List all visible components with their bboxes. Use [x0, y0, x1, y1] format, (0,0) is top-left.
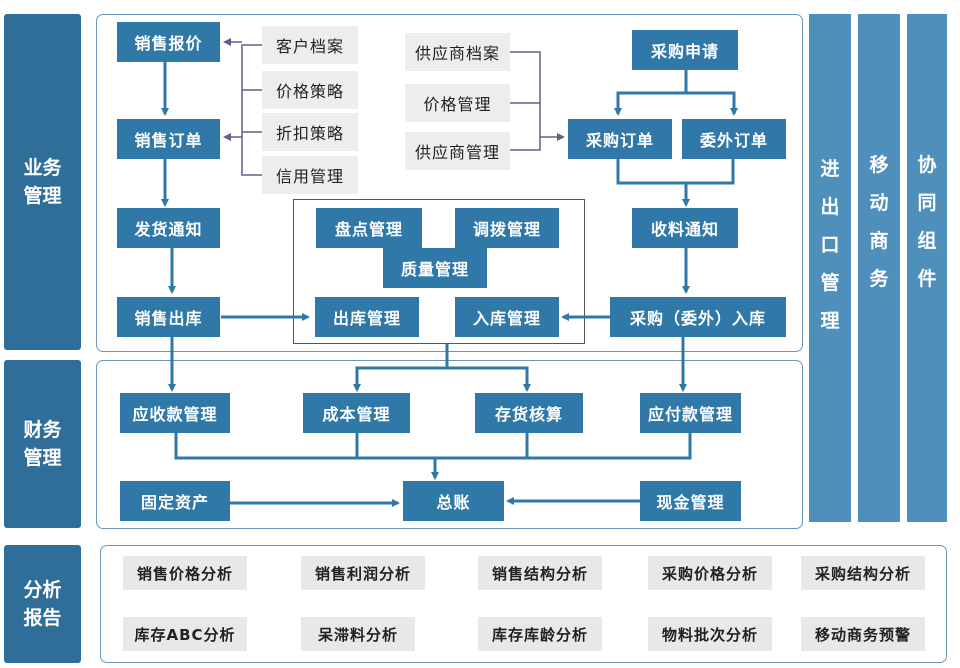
collaboration-label: 协同组件	[917, 146, 936, 298]
sales-quote-box: 销售报价	[117, 22, 220, 62]
vertical-char: 口	[820, 234, 840, 256]
vertical-char: 协	[917, 154, 937, 176]
warehouse-inbound-box: 入库管理	[455, 297, 559, 337]
inventory-accounting-box: 存货核算	[475, 393, 583, 433]
vertical-char: 组	[917, 230, 937, 252]
discount-strategy-box: 折扣策略	[262, 113, 358, 151]
outsource-order-box: 委外订单	[682, 119, 786, 159]
vertical-char: 进	[820, 158, 840, 180]
analysis-item: 销售价格分析	[123, 556, 247, 590]
analysis-item: 呆滞料分析	[301, 617, 415, 651]
vertical-char: 商	[869, 230, 889, 252]
analysis-item: 销售结构分析	[478, 556, 602, 590]
quality-box: 质量管理	[383, 248, 487, 288]
import-export-label: 进出口管理	[820, 150, 839, 340]
vertical-char: 动	[869, 192, 889, 214]
supplier-file-box: 供应商档案	[405, 33, 510, 71]
receivable-box: 应收款管理	[120, 393, 230, 433]
analysis-item: 库存库龄分析	[478, 617, 602, 651]
category-finance-label: 财务 管理	[23, 419, 62, 469]
analysis-item: 物料批次分析	[648, 617, 772, 651]
analysis-item: 库存ABC分析	[123, 617, 247, 651]
purchase-request-box: 采购申请	[632, 30, 738, 70]
transfer-box: 调拨管理	[455, 208, 559, 248]
sales-order-box: 销售订单	[117, 119, 220, 159]
analysis-item: 销售利润分析	[301, 556, 425, 590]
purchase-order-box: 采购订单	[568, 119, 672, 159]
price-strategy-box: 价格策略	[262, 71, 358, 109]
mobile-commerce-column: 移动商务	[858, 14, 900, 522]
customer-file-box: 客户档案	[262, 26, 358, 64]
category-analysis-report: 分析 报告	[4, 545, 81, 663]
vertical-char: 移	[869, 154, 889, 176]
vertical-char: 出	[820, 196, 840, 218]
import-export-column: 进出口管理	[809, 14, 851, 522]
purchase-inbound-box: 采购（委外）入库	[610, 297, 786, 337]
mobile-commerce-label: 移动商务	[869, 146, 888, 298]
analysis-item: 采购价格分析	[648, 556, 772, 590]
delivery-notice-box: 发货通知	[117, 208, 220, 248]
vertical-char: 管	[820, 272, 840, 294]
vertical-char: 同	[917, 192, 937, 214]
category-business-management: 业务 管理	[4, 14, 81, 350]
category-analysis-label: 分析 报告	[23, 579, 62, 629]
vertical-char: 理	[820, 310, 840, 332]
credit-management-box: 信用管理	[262, 156, 358, 194]
stocktake-box: 盘点管理	[316, 208, 422, 248]
payable-box: 应付款管理	[640, 393, 741, 433]
analysis-item: 采购结构分析	[801, 556, 925, 590]
cost-box: 成本管理	[303, 393, 410, 433]
analysis-item: 移动商务预警	[801, 617, 925, 651]
cash-management-box: 现金管理	[640, 481, 741, 521]
receipt-notice-box: 收料通知	[632, 208, 738, 248]
price-management-box: 价格管理	[405, 84, 510, 122]
category-business-label: 业务 管理	[23, 157, 62, 207]
general-ledger-box: 总账	[403, 481, 504, 521]
fixed-assets-box: 固定资产	[120, 481, 230, 521]
vertical-char: 务	[869, 268, 889, 290]
category-finance-management: 财务 管理	[4, 360, 81, 528]
supplier-management-box: 供应商管理	[405, 132, 510, 170]
warehouse-outbound-box: 出库管理	[315, 297, 419, 337]
vertical-char: 件	[917, 268, 937, 290]
sales-outbound-box: 销售出库	[117, 297, 220, 337]
collaboration-column: 协同组件	[907, 14, 947, 522]
